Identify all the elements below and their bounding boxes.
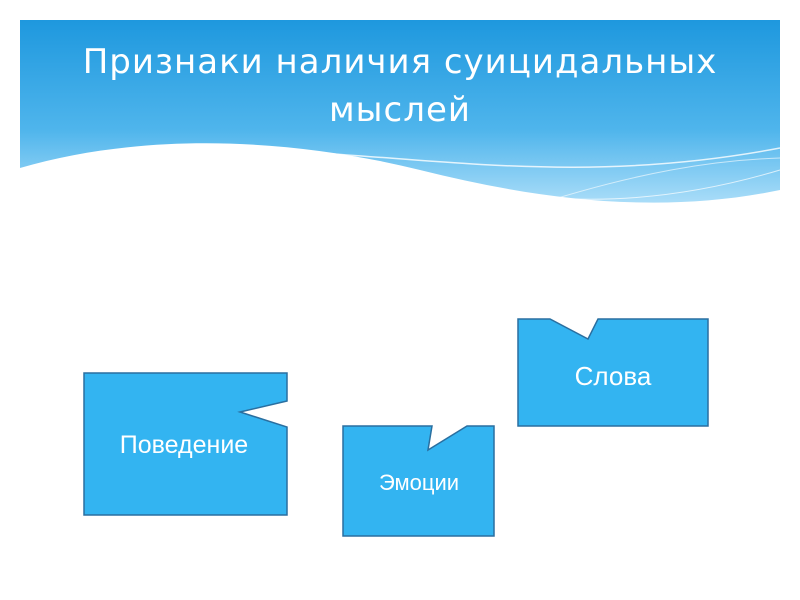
box-emotions: Эмоции bbox=[342, 425, 495, 537]
banner-wave bbox=[20, 143, 780, 220]
box-behavior-label: Поведение bbox=[120, 431, 248, 459]
banner-wave-line bbox=[419, 169, 781, 200]
box-words-label: Слова bbox=[575, 361, 652, 391]
banner-wave-line bbox=[519, 157, 781, 211]
box-behavior: Поведение bbox=[83, 372, 288, 516]
slide-title: Признаки наличия суицидальных мыслей bbox=[82, 42, 718, 130]
box-words: Слова bbox=[517, 318, 709, 427]
box-emotions-label: Эмоции bbox=[379, 470, 459, 495]
title-banner bbox=[20, 20, 781, 220]
banner-wave-line bbox=[229, 147, 781, 168]
